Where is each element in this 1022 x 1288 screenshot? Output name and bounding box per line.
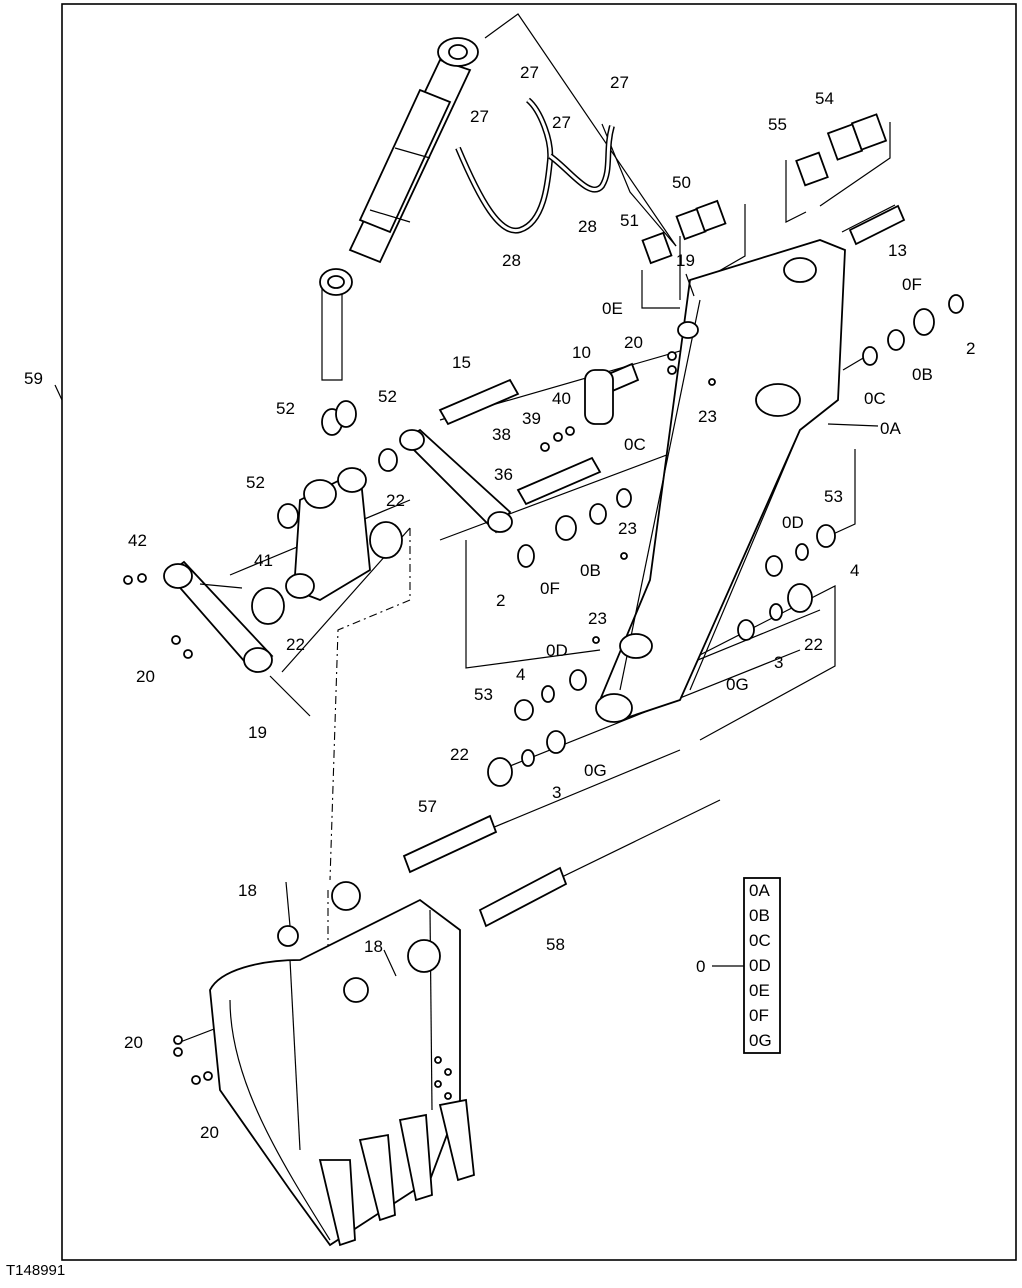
- arm-cylinder: [319, 37, 479, 296]
- callout-53: 53: [824, 487, 843, 506]
- callout-0F: 0F: [540, 579, 560, 598]
- callout-0E: 0E: [602, 299, 623, 318]
- callout-10: 10: [572, 343, 591, 362]
- callout-18: 18: [364, 937, 383, 956]
- callout-15: 15: [452, 353, 471, 372]
- callout-3: 3: [774, 653, 783, 672]
- callout-22: 22: [286, 635, 305, 654]
- callout-23: 23: [588, 609, 607, 628]
- callout-0C: 0C: [864, 389, 886, 408]
- hoses: [455, 97, 615, 234]
- hardware: [123, 273, 716, 1085]
- callout-0B: 0B: [912, 365, 933, 384]
- callout-0B: 0B: [580, 561, 601, 580]
- callout-0G: 0G: [584, 761, 607, 780]
- callout-0G: 0G: [726, 675, 749, 694]
- callout-0: 0: [696, 957, 705, 976]
- callout-27: 27: [470, 107, 489, 126]
- callout-28: 28: [578, 217, 597, 236]
- callout-51: 51: [620, 211, 639, 230]
- callout-42: 42: [128, 531, 147, 550]
- callout-20: 20: [200, 1123, 219, 1142]
- callout-19: 19: [676, 251, 695, 270]
- legend-item: 0D: [749, 956, 771, 975]
- callout-40: 40: [552, 389, 571, 408]
- callout-55: 55: [768, 115, 787, 134]
- callout-38: 38: [492, 425, 511, 444]
- callout-19: 19: [248, 723, 267, 742]
- callout-0A: 0A: [880, 419, 901, 438]
- callout-23: 23: [698, 407, 717, 426]
- callout-2: 2: [966, 339, 975, 358]
- callout-22: 22: [386, 491, 405, 510]
- callout-39: 39: [522, 409, 541, 428]
- legend-item: 0A: [749, 881, 770, 900]
- callout-50: 50: [672, 173, 691, 192]
- callout-41: 41: [254, 551, 273, 570]
- callout-52: 52: [276, 399, 295, 418]
- legend-item: 0F: [749, 1006, 769, 1025]
- callout-58: 58: [546, 935, 565, 954]
- callout-57: 57: [418, 797, 437, 816]
- pins: [402, 204, 906, 928]
- callout-22: 22: [450, 745, 469, 764]
- callout-18: 18: [238, 881, 257, 900]
- callout-3: 3: [552, 783, 561, 802]
- callout-54: 54: [815, 89, 834, 108]
- callout-20: 20: [136, 667, 155, 686]
- callout-36: 36: [494, 465, 513, 484]
- callout-27: 27: [610, 73, 629, 92]
- callout-4: 4: [516, 665, 525, 684]
- callout-13: 13: [888, 241, 907, 260]
- legend-item: 0G: [749, 1031, 772, 1050]
- callout-4: 4: [850, 561, 859, 580]
- rings-bushings: [251, 294, 964, 787]
- legend-item: 0E: [749, 981, 770, 1000]
- callout-28: 28: [502, 251, 521, 270]
- callouts: 59 27 27 27 27 28 28 54 55 50 51 19 13 0…: [24, 63, 975, 1142]
- callout-59: 59: [24, 369, 43, 388]
- callout-0C: 0C: [624, 435, 646, 454]
- callout-53: 53: [474, 685, 493, 704]
- callout-20: 20: [124, 1033, 143, 1052]
- callout-0F: 0F: [902, 275, 922, 294]
- callout-27: 27: [552, 113, 571, 132]
- callout-22: 22: [804, 635, 823, 654]
- callout-52: 52: [246, 473, 265, 492]
- bucket: [209, 881, 475, 1247]
- callout-0D: 0D: [782, 513, 804, 532]
- arm-assembly: [595, 239, 846, 723]
- callout-2: 2: [496, 591, 505, 610]
- callout-0D: 0D: [546, 641, 568, 660]
- links: [163, 369, 614, 673]
- callout-23: 23: [618, 519, 637, 538]
- callout-27: 27: [520, 63, 539, 82]
- legend-item: 0B: [749, 906, 770, 925]
- drawing-id: T148991: [6, 1262, 66, 1279]
- legend-box: 0A 0B 0C 0D 0E 0F 0G: [712, 877, 781, 1054]
- diagram-frame: [61, 3, 1017, 1261]
- legend-item: 0C: [749, 931, 771, 950]
- shims: [641, 113, 888, 265]
- callout-52: 52: [378, 387, 397, 406]
- callout-20: 20: [624, 333, 643, 352]
